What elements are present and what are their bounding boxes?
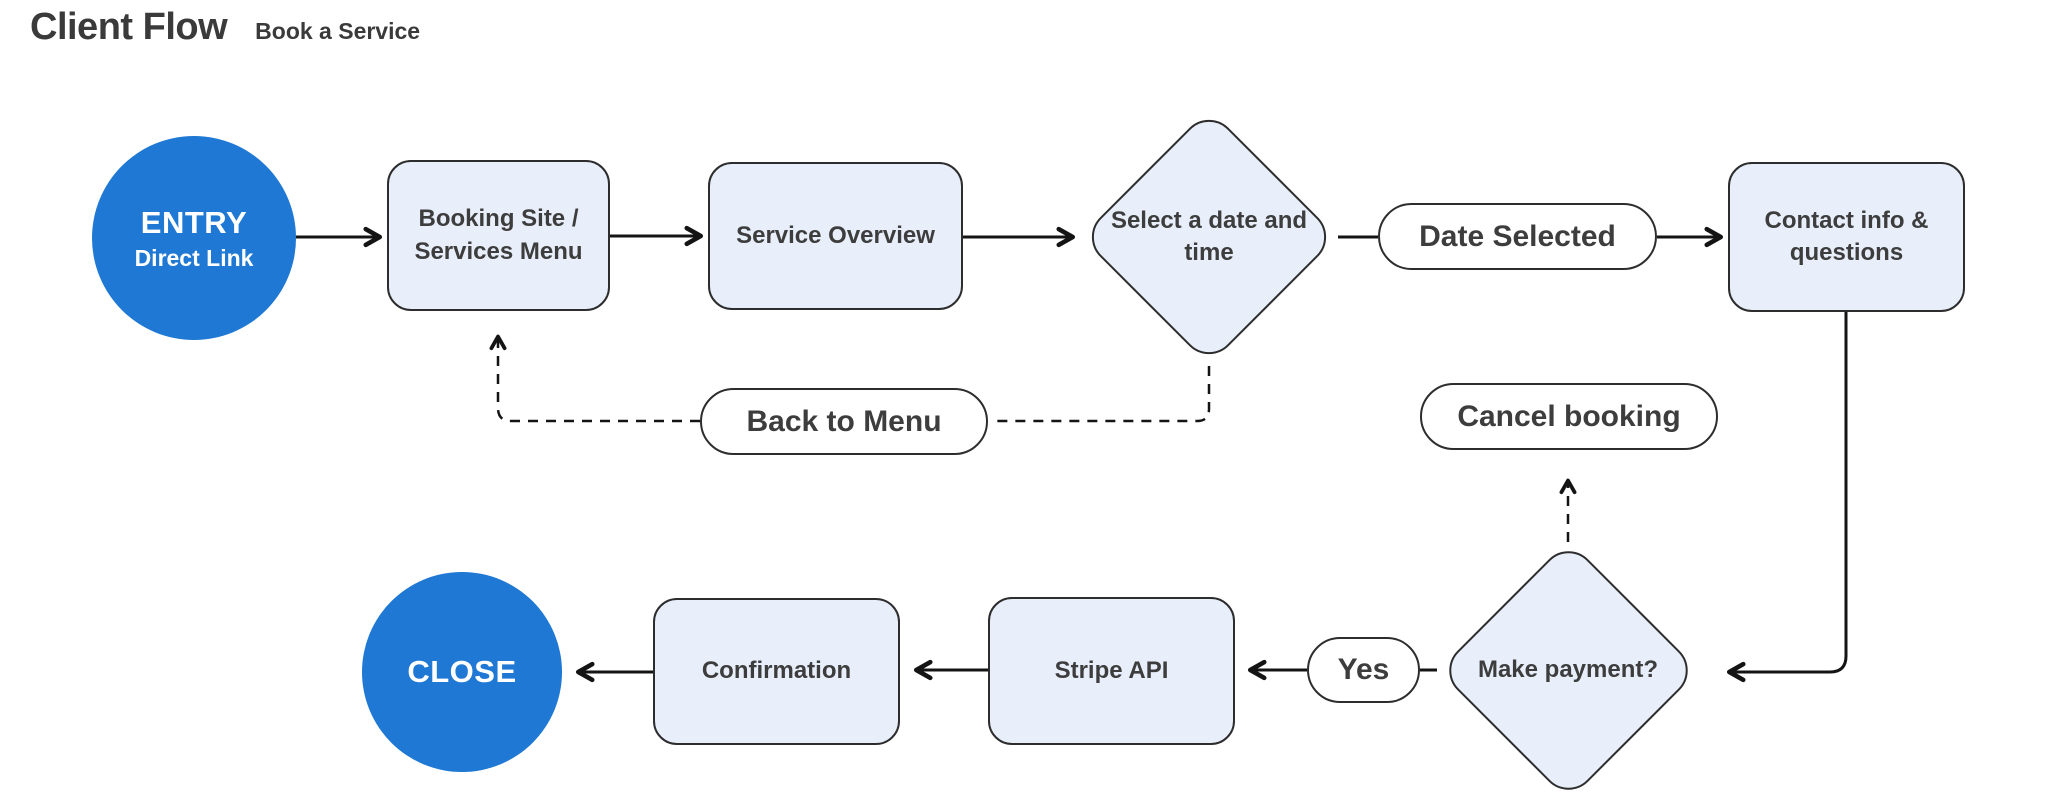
node-contact-info: Contact info & questions [1728,162,1965,312]
node-service-overview-label: Service Overview [736,221,935,249]
node-entry: ENTRY Direct Link [92,136,296,340]
node-entry-label: ENTRY [140,204,248,240]
node-select-date-label: Select a date and time [1110,206,1308,266]
node-date-selected-label: Date Selected [1419,219,1616,253]
diagram-header: Client Flow Book a Service [30,6,420,49]
node-booking-site-label: Booking Site / Services Menu [414,205,583,265]
node-back-to-menu: Back to Menu [700,388,988,455]
node-cancel-booking: Cancel booking [1420,383,1718,450]
node-confirmation: Confirmation [653,598,900,745]
edge-selectdate-backtomenu-dashed [996,366,1211,423]
edge-backtomenu-booking-dashed [489,334,700,423]
node-back-to-menu-label: Back to Menu [746,404,942,438]
node-yes-label: Yes [1337,653,1390,686]
page-subtitle: Book a Service [255,18,421,44]
node-date-selected: Date Selected [1378,203,1657,270]
node-confirmation-label: Confirmation [701,657,852,685]
node-stripe-api-label: Stripe API [1054,656,1169,684]
node-yes: Yes [1307,637,1420,703]
edge-contact-makepayment [1726,312,1848,683]
node-booking-site: Booking Site / Services Menu [387,160,610,311]
page-title: Client Flow [30,6,228,48]
node-cancel-booking-label: Cancel booking [1457,399,1681,433]
node-service-overview: Service Overview [708,162,963,310]
node-close-label: CLOSE [407,654,517,689]
node-contact-info-label: Contact info & questions [1764,206,1929,266]
node-make-payment-label: Make payment? [1477,655,1659,683]
node-entry-sublabel: Direct Link [134,244,254,271]
node-close: CLOSE [362,572,562,772]
node-stripe-api: Stripe API [988,597,1235,745]
